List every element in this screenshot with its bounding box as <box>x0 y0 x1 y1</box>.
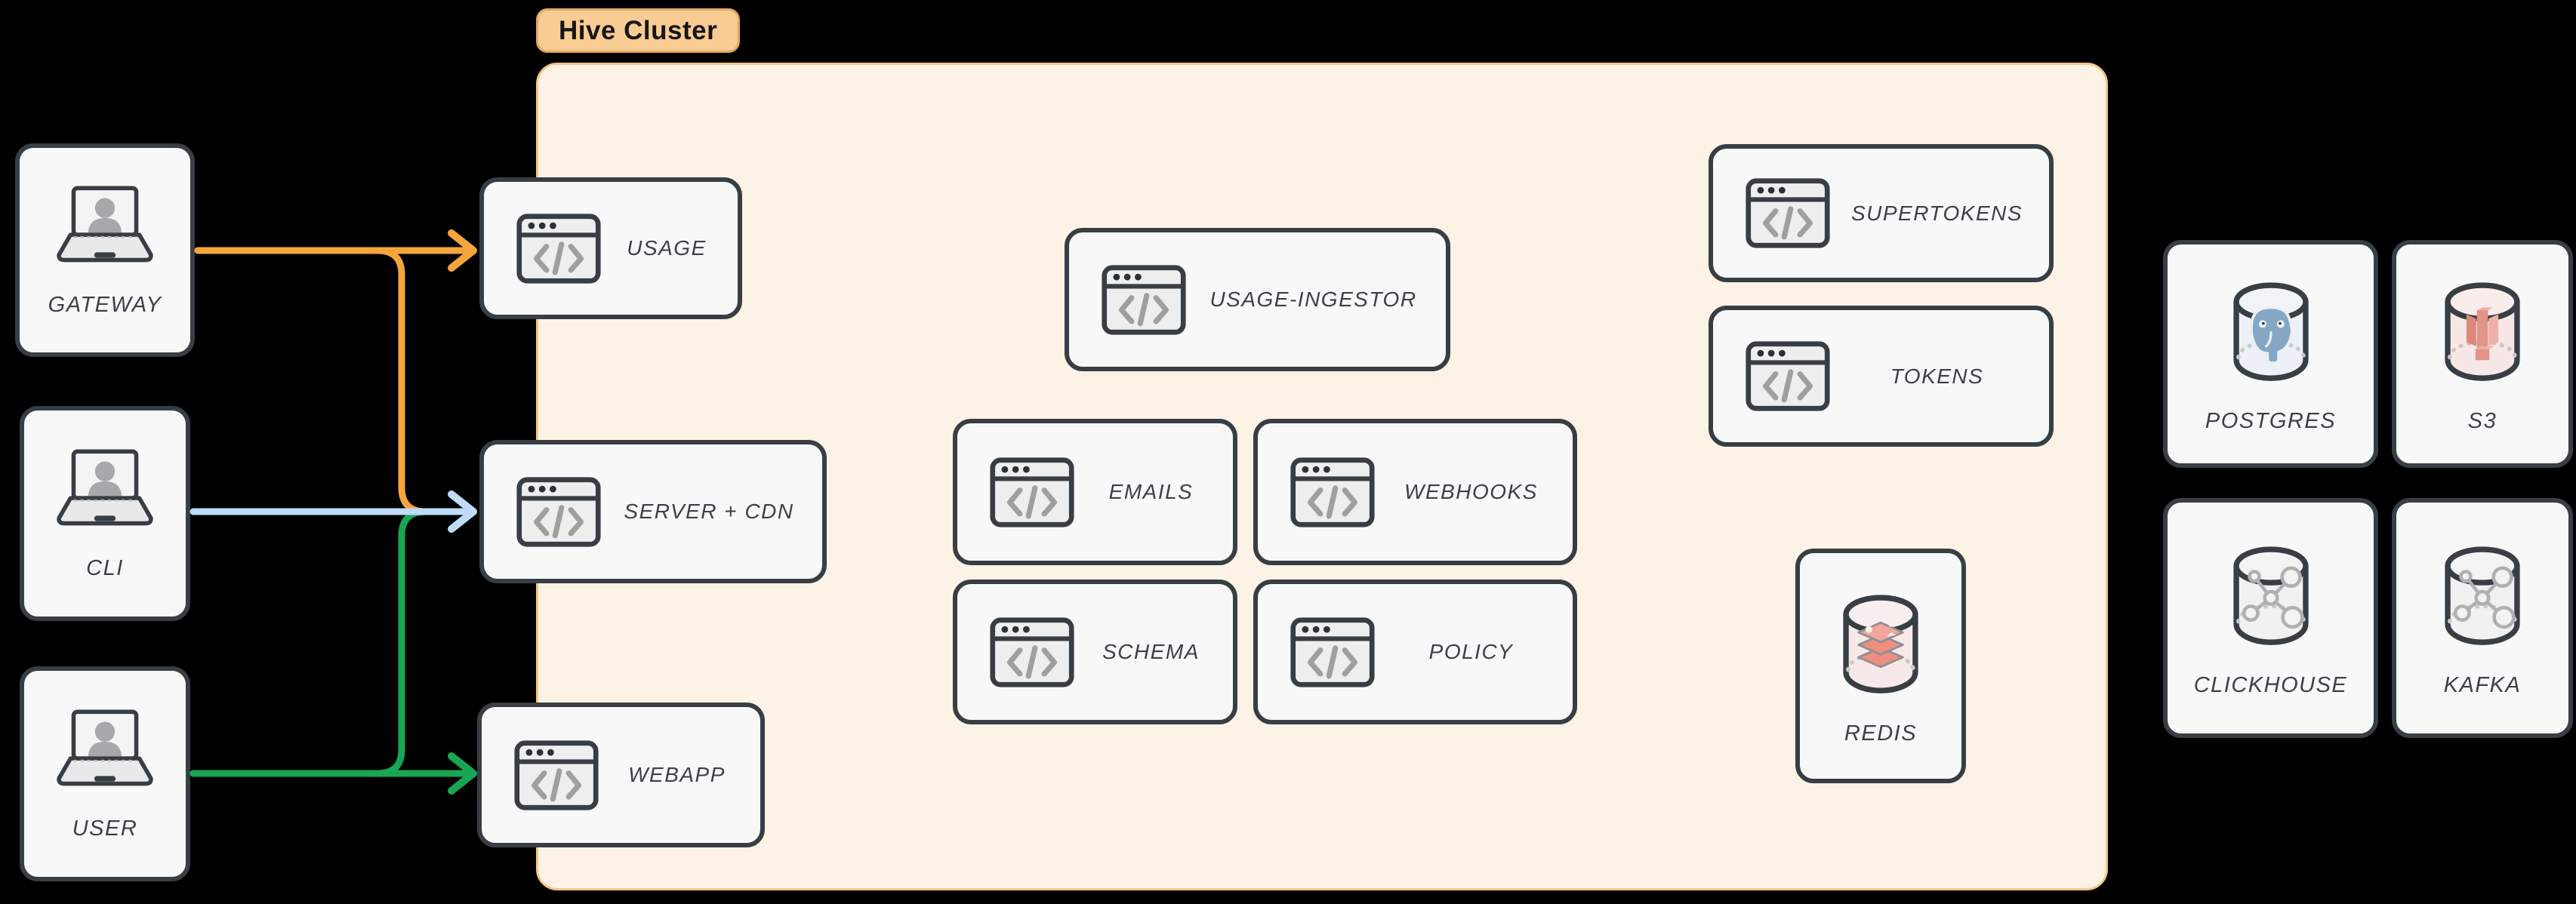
node-schema: SCHEMA <box>953 580 1237 724</box>
node-usage: USAGE <box>479 177 742 319</box>
code-window-icon <box>516 476 602 548</box>
node-label: SCHEMA <box>1102 640 1200 663</box>
node-gateway: GATEWAY <box>15 143 195 357</box>
node-label: TOKENS <box>1890 364 1984 388</box>
node-label: SERVER + CDN <box>624 500 794 523</box>
clickhouse-database-icon <box>2219 541 2323 652</box>
node-policy: POLICY <box>1253 580 1577 724</box>
code-window-icon <box>1745 340 1831 412</box>
node-label: SUPERTOKENS <box>1850 201 2023 225</box>
node-label: KAFKA <box>2443 673 2522 697</box>
node-label: USAGE <box>627 236 707 260</box>
code-window-icon <box>516 213 602 284</box>
arrowhead-servercdn <box>448 490 477 533</box>
kafka-database-icon <box>2430 541 2534 652</box>
node-usage-ingestor: USAGE-INGESTOR <box>1065 228 1450 371</box>
node-label: USAGE-INGESTOR <box>1209 287 1417 311</box>
node-supertokens: SUPERTOKENS <box>1709 144 2054 282</box>
code-window-icon <box>513 739 599 811</box>
laptop-user-icon <box>48 183 162 272</box>
node-emails: EMAILS <box>953 419 1237 565</box>
node-label: S3 <box>2467 409 2497 433</box>
s3-database-icon <box>2430 277 2534 388</box>
node-label: WEBAPP <box>628 763 726 786</box>
edge-user-to-servercdn <box>190 508 466 777</box>
code-window-icon <box>1290 457 1376 528</box>
node-label: WEBHOOKS <box>1404 480 1538 503</box>
hive-cluster-label: Hive Cluster <box>536 8 741 53</box>
edge-gateway-to-servercdn <box>194 247 466 515</box>
arrowhead-usage <box>448 229 477 272</box>
code-window-icon <box>1745 177 1831 249</box>
arrowhead-webapp <box>448 752 477 795</box>
node-tokens: TOKENS <box>1709 306 2054 447</box>
node-label: USER <box>72 816 138 841</box>
node-label: EMAILS <box>1108 480 1194 503</box>
postgres-database-icon <box>2219 277 2323 388</box>
node-label: POLICY <box>1428 640 1514 663</box>
laptop-user-icon <box>48 707 162 795</box>
node-user: USER <box>20 666 190 881</box>
node-webhooks: WEBHOOKS <box>1253 419 1577 565</box>
code-window-icon <box>1290 617 1376 688</box>
node-cli: CLI <box>20 406 190 621</box>
code-window-icon <box>989 457 1075 528</box>
node-kafka: KAFKA <box>2392 498 2573 738</box>
node-label: POSTGRES <box>2205 409 2337 433</box>
code-window-icon <box>1101 264 1187 336</box>
node-label: CLICKHOUSE <box>2193 673 2348 697</box>
node-server-cdn: SERVER + CDN <box>479 440 827 583</box>
node-label: REDIS <box>1844 721 1918 746</box>
node-s3: S3 <box>2392 240 2573 468</box>
code-window-icon <box>989 617 1075 688</box>
node-clickhouse: CLICKHOUSE <box>2163 498 2378 738</box>
redis-database-icon <box>1829 589 1933 700</box>
node-postgres: POSTGRES <box>2163 240 2378 468</box>
node-label: CLI <box>86 555 124 580</box>
laptop-user-icon <box>48 447 162 535</box>
node-redis: REDIS <box>1795 549 1966 783</box>
node-label: GATEWAY <box>48 292 162 317</box>
node-webapp: WEBAPP <box>477 703 765 847</box>
